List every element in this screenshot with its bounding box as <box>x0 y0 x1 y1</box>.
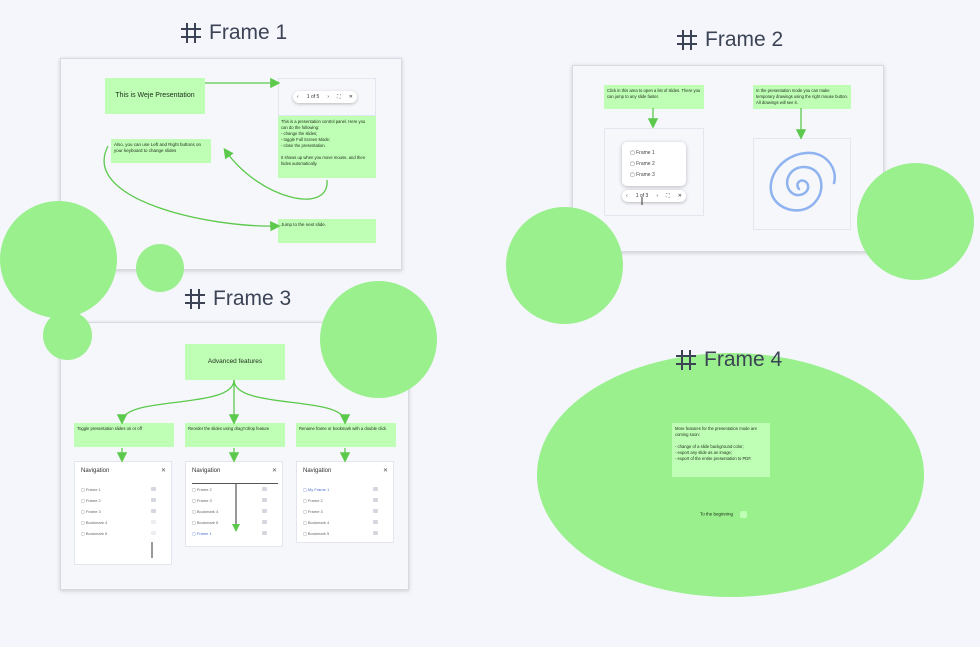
frame-icon <box>677 30 697 50</box>
title-note[interactable]: This is Weje Presentation <box>105 78 205 114</box>
navigation-panel[interactable]: Navigation ✕ ▢ Frame 2 ▢ Frame 3 ▢ Bookm… <box>185 461 283 547</box>
toggle-icon[interactable] <box>151 487 156 491</box>
frame-3-title: Frame 3 <box>213 287 292 310</box>
toggle-icon[interactable] <box>151 509 156 513</box>
rename-note[interactable]: Rename frame or bookmark with a double c… <box>296 423 396 447</box>
toggle-icon[interactable] <box>373 509 378 513</box>
drawing-note[interactable]: In the presentation mode you can make te… <box>753 85 851 109</box>
list-item[interactable]: ▢ My Frame 1 <box>303 487 330 492</box>
frame-4-label[interactable]: Frame 4 <box>675 348 782 372</box>
arrow-connector <box>223 147 328 200</box>
close-icon[interactable]: ✕ <box>271 468 277 474</box>
keyboard-note[interactable]: Also, you can use Left and Right buttons… <box>111 139 211 163</box>
slide-list-item[interactable]: ▢ Frame 1 <box>630 150 655 156</box>
arrow-connector <box>116 379 235 425</box>
prev-button[interactable]: ‹ <box>626 193 628 199</box>
slide-list-item[interactable]: ▢ Frame 2 <box>630 161 655 167</box>
navigation-panel[interactable]: Navigation ✕ ▢ Frame 1 ▢ Frame 2 ▢ Frame… <box>74 461 172 565</box>
fullscreen-icon[interactable]: ⛶ <box>666 193 670 199</box>
toggle-note[interactable]: Toggle presentation slides on or off <box>74 423 174 447</box>
list-item[interactable]: ▢ Bookmark 4 <box>81 520 108 525</box>
next-button[interactable]: › <box>656 193 659 199</box>
frame-3-label[interactable]: Frame 3 <box>184 287 291 311</box>
close-icon[interactable]: ✕ <box>677 193 682 199</box>
slide-list-area: ▢ Frame 1 ▢ Frame 2 ▢ Frame 3 ‹ 1 of 3 ›… <box>604 128 704 216</box>
list-item[interactable]: ▢ Frame 1 <box>192 531 212 536</box>
features-note[interactable]: More features for the presentation mode … <box>672 423 770 477</box>
toggle-icon[interactable] <box>262 520 267 524</box>
frame-icon <box>185 289 205 309</box>
green-circle[interactable] <box>0 201 117 318</box>
frame-icon <box>181 23 201 43</box>
click-area-note[interactable]: Click in this area to open a list of sli… <box>604 85 704 109</box>
link-icon <box>740 511 748 518</box>
control-panel-note[interactable]: This is a presentation control panel. He… <box>278 116 376 178</box>
list-item[interactable]: ▢ Frame 3 <box>81 509 101 514</box>
fullscreen-icon[interactable]: ⛶ <box>337 94 341 100</box>
toggle-icon[interactable] <box>151 520 156 524</box>
green-circle[interactable] <box>320 281 437 398</box>
toggle-icon[interactable] <box>262 498 267 502</box>
drawing-area <box>753 138 851 230</box>
green-circle[interactable] <box>506 207 623 324</box>
list-item[interactable]: ▢ Bookmark 5 <box>81 531 108 536</box>
toggle-icon[interactable] <box>373 531 378 535</box>
toggle-icon[interactable] <box>373 520 378 524</box>
reorder-note[interactable]: Reorder the slides using drag'n'drop fea… <box>185 423 285 447</box>
slide-counter: 1 of 5 <box>306 94 320 100</box>
navigation-panel[interactable]: Navigation ✕ ▢ My Frame 1 ▢ Frame 2 ▢ Fr… <box>296 461 394 543</box>
pill-area: ‹ 1 of 5 › ⛶ ✕ <box>278 78 376 116</box>
to-beginning-link[interactable]: To the beginning <box>700 511 748 518</box>
slide-list-item[interactable]: ▢ Frame 3 <box>630 172 655 178</box>
list-item[interactable]: ▢ Bookmark 5 <box>192 520 219 525</box>
list-item[interactable]: ▢ Frame 3 <box>303 509 323 514</box>
toggle-icon[interactable] <box>373 487 378 491</box>
to-beginning-label: To the beginning <box>700 511 734 517</box>
list-item[interactable]: ▢ Bookmark 4 <box>303 520 330 525</box>
toggle-icon[interactable] <box>262 531 267 535</box>
list-item[interactable]: ▢ Frame 1 <box>81 487 101 492</box>
slide-list-menu[interactable]: ▢ Frame 1 ▢ Frame 2 ▢ Frame 3 <box>622 142 686 186</box>
next-button[interactable]: › <box>327 94 330 100</box>
toggle-icon[interactable] <box>151 498 156 502</box>
spiral-drawing <box>769 151 837 212</box>
frame-4-title: Frame 4 <box>704 348 783 371</box>
green-circle[interactable] <box>43 311 92 360</box>
toggle-icon[interactable] <box>262 487 267 491</box>
close-icon[interactable]: ✕ <box>382 468 388 474</box>
toggle-icon[interactable] <box>151 531 156 535</box>
frame-2[interactable]: Click in this area to open a list of sli… <box>572 65 884 252</box>
list-item[interactable]: ▢ Frame 2 <box>192 487 212 492</box>
frame-2-title: Frame 2 <box>705 28 784 51</box>
list-item[interactable]: ▢ Bookmark 5 <box>303 531 330 536</box>
presentation-control-pill[interactable]: ‹ 1 of 5 › ⛶ ✕ <box>293 91 357 103</box>
frame-1-label[interactable]: Frame 1 <box>180 21 287 45</box>
list-item[interactable]: ▢ Frame 2 <box>303 498 323 503</box>
green-circle[interactable] <box>136 244 184 292</box>
slide-counter[interactable]: 1 of 3 <box>635 193 649 199</box>
list-item[interactable]: ▢ Frame 2 <box>81 498 101 503</box>
toggle-icon[interactable] <box>262 509 267 513</box>
frame-1[interactable]: This is Weje Presentation ‹ 1 of 5 › ⛶ ✕… <box>60 58 402 270</box>
presentation-control-pill[interactable]: ‹ 1 of 3 › ⛶ ✕ <box>622 190 686 202</box>
green-circle[interactable] <box>857 163 974 280</box>
navigation-title: Navigation <box>192 468 221 474</box>
frame-1-title: Frame 1 <box>209 21 288 44</box>
list-item[interactable]: ▢ Frame 3 <box>192 498 212 503</box>
list-item[interactable]: ▢ Bookmark 4 <box>192 509 219 514</box>
frame-2-label[interactable]: Frame 2 <box>676 28 783 52</box>
arrow-connector <box>103 145 281 232</box>
next-slide-note[interactable]: Jump to the next slide. <box>278 219 376 243</box>
arrow-connector <box>233 379 351 425</box>
frame-icon <box>676 350 696 370</box>
toggle-icon[interactable] <box>373 498 378 502</box>
advanced-features-note[interactable]: Advanced features <box>185 344 285 380</box>
close-icon[interactable]: ✕ <box>348 94 353 100</box>
prev-button[interactable]: ‹ <box>297 94 299 100</box>
navigation-title: Navigation <box>303 468 332 474</box>
navigation-title: Navigation <box>81 468 110 474</box>
close-icon[interactable]: ✕ <box>160 468 166 474</box>
divider <box>192 483 278 484</box>
